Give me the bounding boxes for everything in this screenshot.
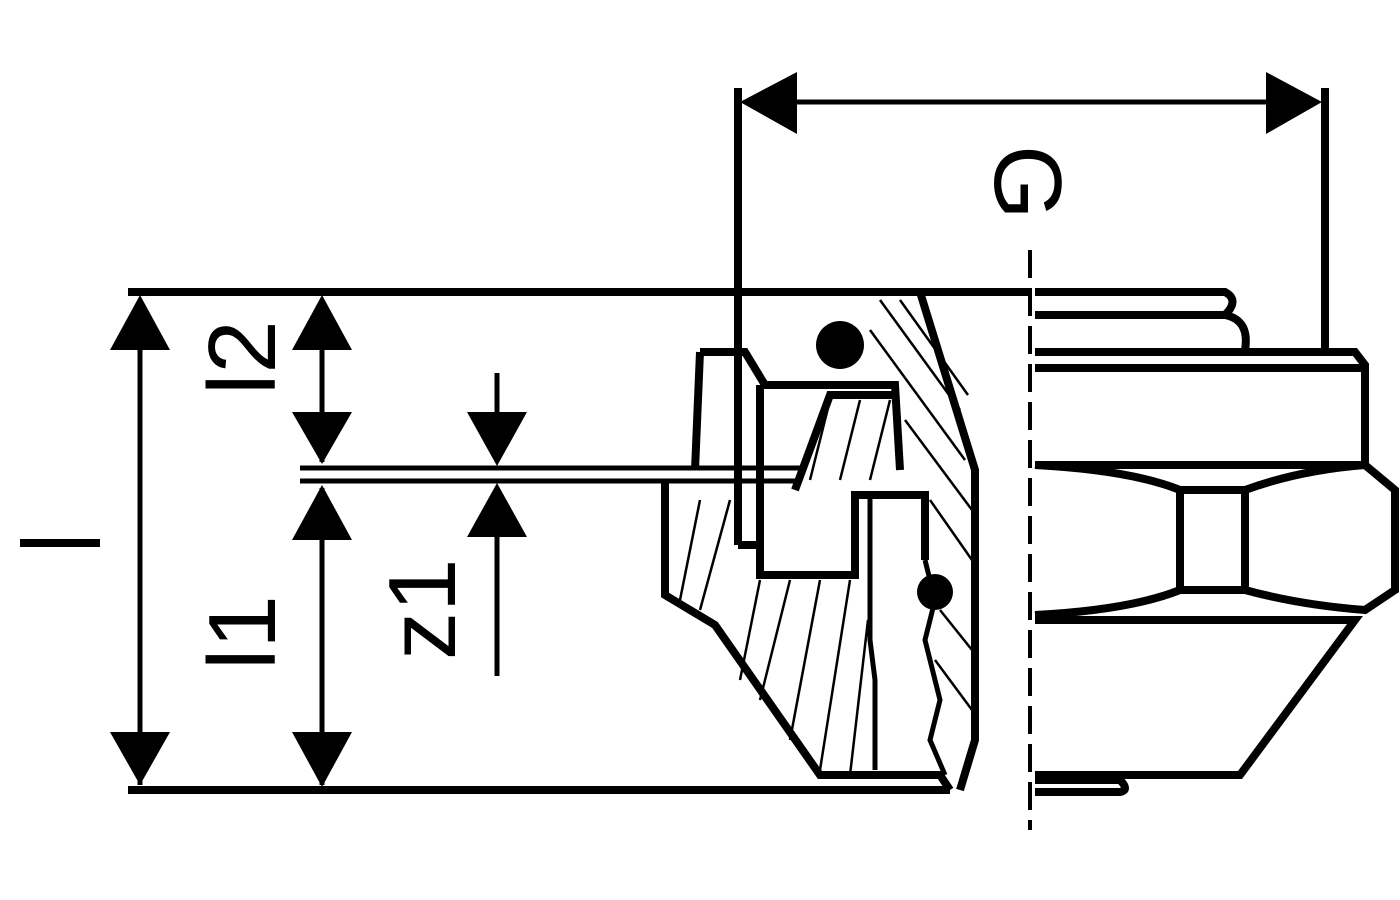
dimension-z1 (467, 373, 527, 676)
o-ring-bottom (917, 574, 953, 610)
label-g: G (974, 145, 1081, 220)
o-ring-top (816, 321, 864, 369)
dimension-l (20, 295, 170, 785)
fitting-section (661, 288, 979, 793)
label-l2: l2 (189, 320, 296, 395)
dimension-g (740, 72, 1322, 134)
label-l1: l1 (189, 595, 296, 670)
section-hatching (678, 299, 974, 776)
fitting-nut (1034, 288, 1399, 796)
extension-lines (128, 88, 1329, 794)
dimension-l1 (292, 485, 352, 787)
dimension-l2 (292, 295, 352, 464)
label-z1: z1 (369, 559, 476, 660)
